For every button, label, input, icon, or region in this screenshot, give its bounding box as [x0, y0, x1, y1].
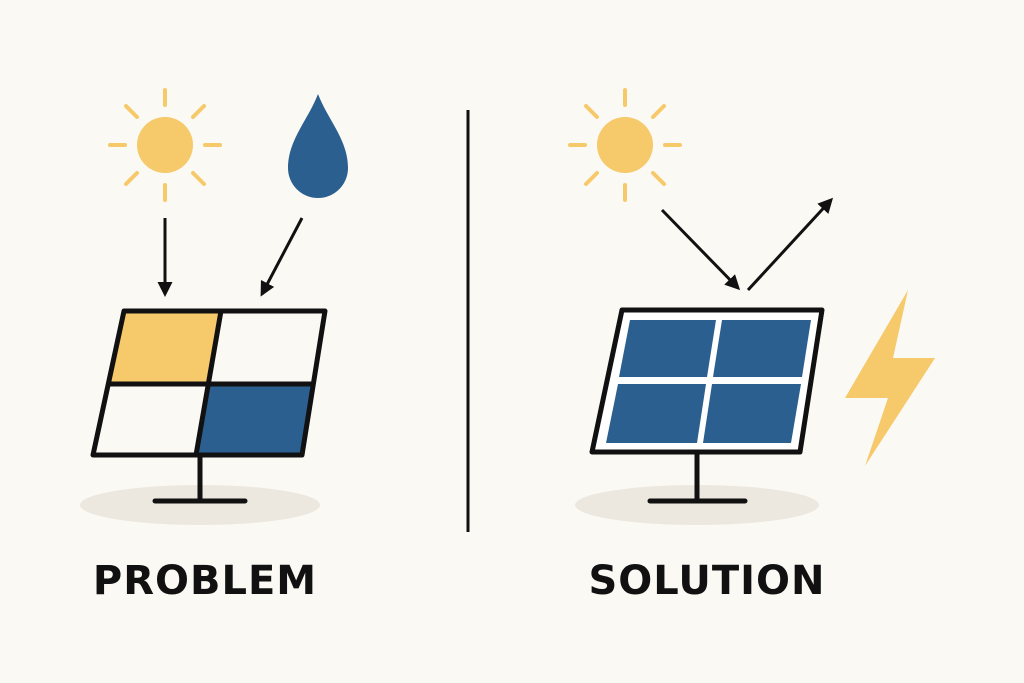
problem-sun-icon	[108, 88, 222, 202]
water-arrow-icon	[260, 217, 304, 297]
problem-shadow	[80, 485, 320, 525]
solution-sun-icon	[568, 88, 682, 202]
incoming-light-arrow-icon	[660, 208, 741, 291]
problem-solar-panel-icon	[90, 308, 328, 504]
solution-solar-panel-icon	[589, 307, 825, 504]
problem-label: PROBLEM	[92, 558, 318, 604]
lightning-bolt-icon	[845, 290, 935, 466]
solution-shadow	[575, 485, 819, 525]
solution-label: SOLUTION	[588, 558, 826, 604]
reflected-light-arrow-icon	[746, 197, 834, 292]
water-drop-icon	[288, 94, 348, 198]
